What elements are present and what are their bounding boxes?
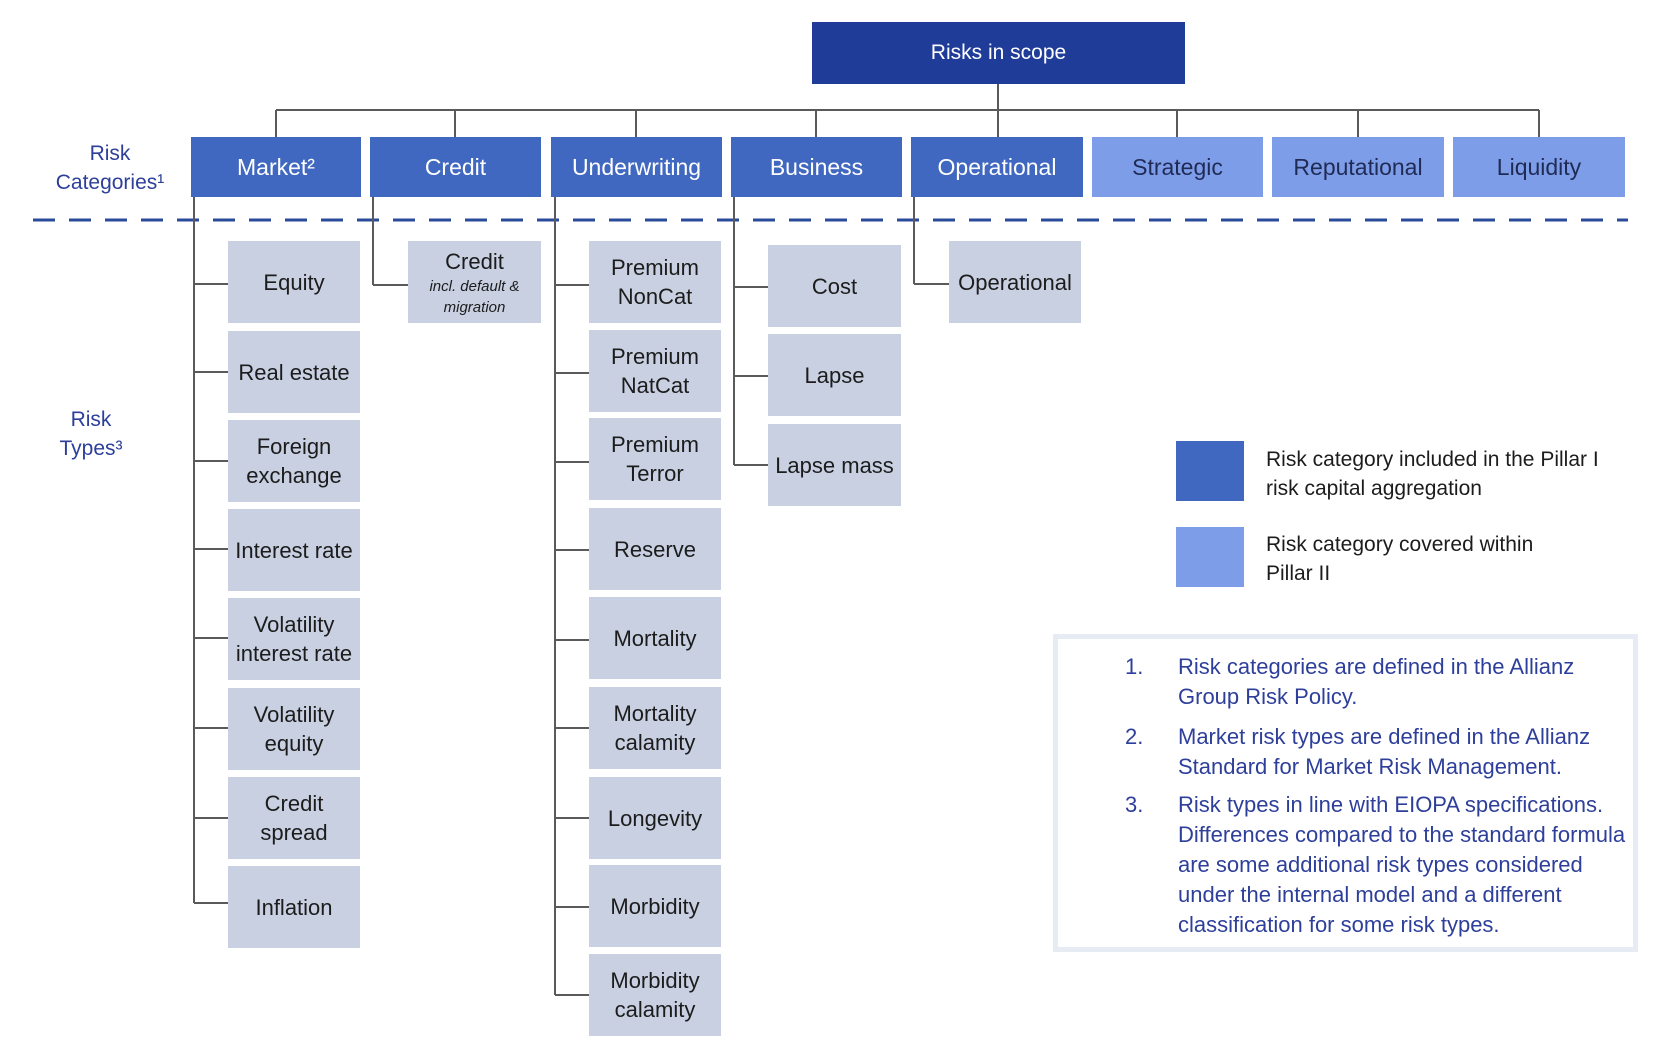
category-operational: Operational [911, 137, 1083, 197]
risk-type-label: Mortality calamity [613, 701, 697, 755]
risk-type-lapse-mass: Lapse mass [768, 424, 901, 506]
footnote-text: Market risk types are defined in the All… [1178, 724, 1591, 779]
risk-type-label: Real estate [238, 359, 350, 385]
risk-type-inflation: Inflation [228, 866, 360, 948]
risk-type-label: Premium Terror [610, 432, 699, 486]
footnote-number: 3. [1125, 792, 1144, 817]
risk-type-premium-terror: Premium Terror [589, 418, 721, 500]
risk-type-label: Premium NonCat [610, 255, 699, 309]
legend-text-pillar1: Risk category included in the Pillar I r… [1266, 448, 1599, 500]
risk-type-volatility-interest-rate: Volatility interest rate [228, 598, 360, 680]
footnote-text: Risk types in line with EIOPA specificat… [1178, 792, 1626, 937]
category-reputational: Reputational [1272, 137, 1444, 197]
legend-swatch-pillar1 [1176, 441, 1244, 501]
risk-type-mortality: Mortality [589, 597, 721, 679]
risk-type-note: incl. default & migration [429, 277, 520, 316]
risk-type-label: Foreign exchange [246, 434, 342, 488]
risk-type-real-estate: Real estate [228, 331, 360, 413]
risk-type-label: Mortality [613, 625, 697, 651]
risk-type-lapse: Lapse [768, 334, 901, 416]
category-credit: Credit [370, 137, 541, 197]
category-label: Underwriting [571, 153, 702, 180]
risk-type-cost: Cost [768, 245, 901, 327]
risk-type-morbidity-calamity: Morbidity calamity [589, 954, 721, 1036]
risk-type-label: Credit spread [260, 791, 328, 845]
root-label: Risks in scope [930, 41, 1067, 64]
risk-type-premium-noncat: Premium NonCat [589, 241, 721, 323]
risk-type-mortality-calamity: Mortality calamity [589, 687, 721, 769]
risk-type-longevity: Longevity [589, 777, 721, 859]
category-underwriting: Underwriting [551, 137, 722, 197]
risk-type-label: Equity [263, 269, 325, 295]
risk-categories-label: Risk Categories¹ [55, 142, 165, 194]
risk-type-label: Lapse [804, 362, 865, 388]
risk-type-label: Premium NatCat [610, 344, 699, 398]
root-box: Risks in scope [812, 22, 1185, 84]
footnote-number: 1. [1125, 654, 1144, 679]
risk-type-reserve: Reserve [589, 508, 721, 590]
risk-type-label: Interest rate [235, 537, 353, 563]
category-market: Market² [191, 137, 361, 197]
footnote-text: Risk categories are defined in the Allia… [1178, 654, 1575, 709]
category-label: Business [769, 153, 864, 180]
category-liquidity: Liquidity [1453, 137, 1625, 197]
category-business: Business [731, 137, 902, 197]
risk-type-label: Reserve [614, 536, 696, 562]
risk-type-label: Morbidity calamity [610, 968, 700, 1022]
risk-type-credit-spread: Credit spread [228, 777, 360, 859]
category-label: Reputational [1293, 153, 1423, 180]
legend-text-pillar2: Risk category covered within Pillar II [1266, 533, 1534, 585]
risk-type-label: Operational [958, 269, 1072, 295]
risk-type-label: Cost [811, 273, 858, 299]
risk-type-credit: Credit incl. default & migration [408, 241, 541, 323]
risk-type-label: Volatility equity [253, 702, 335, 756]
risk-type-label: Lapse mass [775, 452, 894, 478]
footnote-number: 2. [1125, 724, 1144, 749]
category-strategic: Strategic [1092, 137, 1263, 197]
risk-type-morbidity: Morbidity [589, 865, 721, 947]
risk-types-label: Risk Types³ [59, 408, 123, 460]
risk-type-label: Inflation [255, 894, 333, 920]
category-label: Operational [937, 153, 1057, 180]
risk-type-equity: Equity [228, 241, 360, 323]
risk-type-foreign-exchange: Foreign exchange [228, 420, 360, 502]
risk-type-label: Credit [445, 248, 504, 274]
risk-type-label: Morbidity [610, 893, 700, 919]
risk-type-label: Longevity [607, 805, 703, 831]
risk-type-interest-rate: Interest rate [228, 509, 360, 591]
risk-type-volatility-equity: Volatility equity [228, 688, 360, 770]
risk-type-label: Volatility interest rate [235, 612, 353, 666]
footnotes-box: 1. Risk categories are defined in the Al… [1053, 634, 1638, 952]
category-label: Liquidity [1496, 153, 1582, 180]
category-label: Strategic [1132, 153, 1223, 180]
category-label: Market² [237, 153, 315, 180]
risk-type-premium-natcat: Premium NatCat [589, 330, 721, 412]
legend-swatch-pillar2 [1176, 527, 1244, 587]
category-label: Credit [424, 153, 487, 180]
risk-type-operational: Operational [949, 241, 1081, 323]
